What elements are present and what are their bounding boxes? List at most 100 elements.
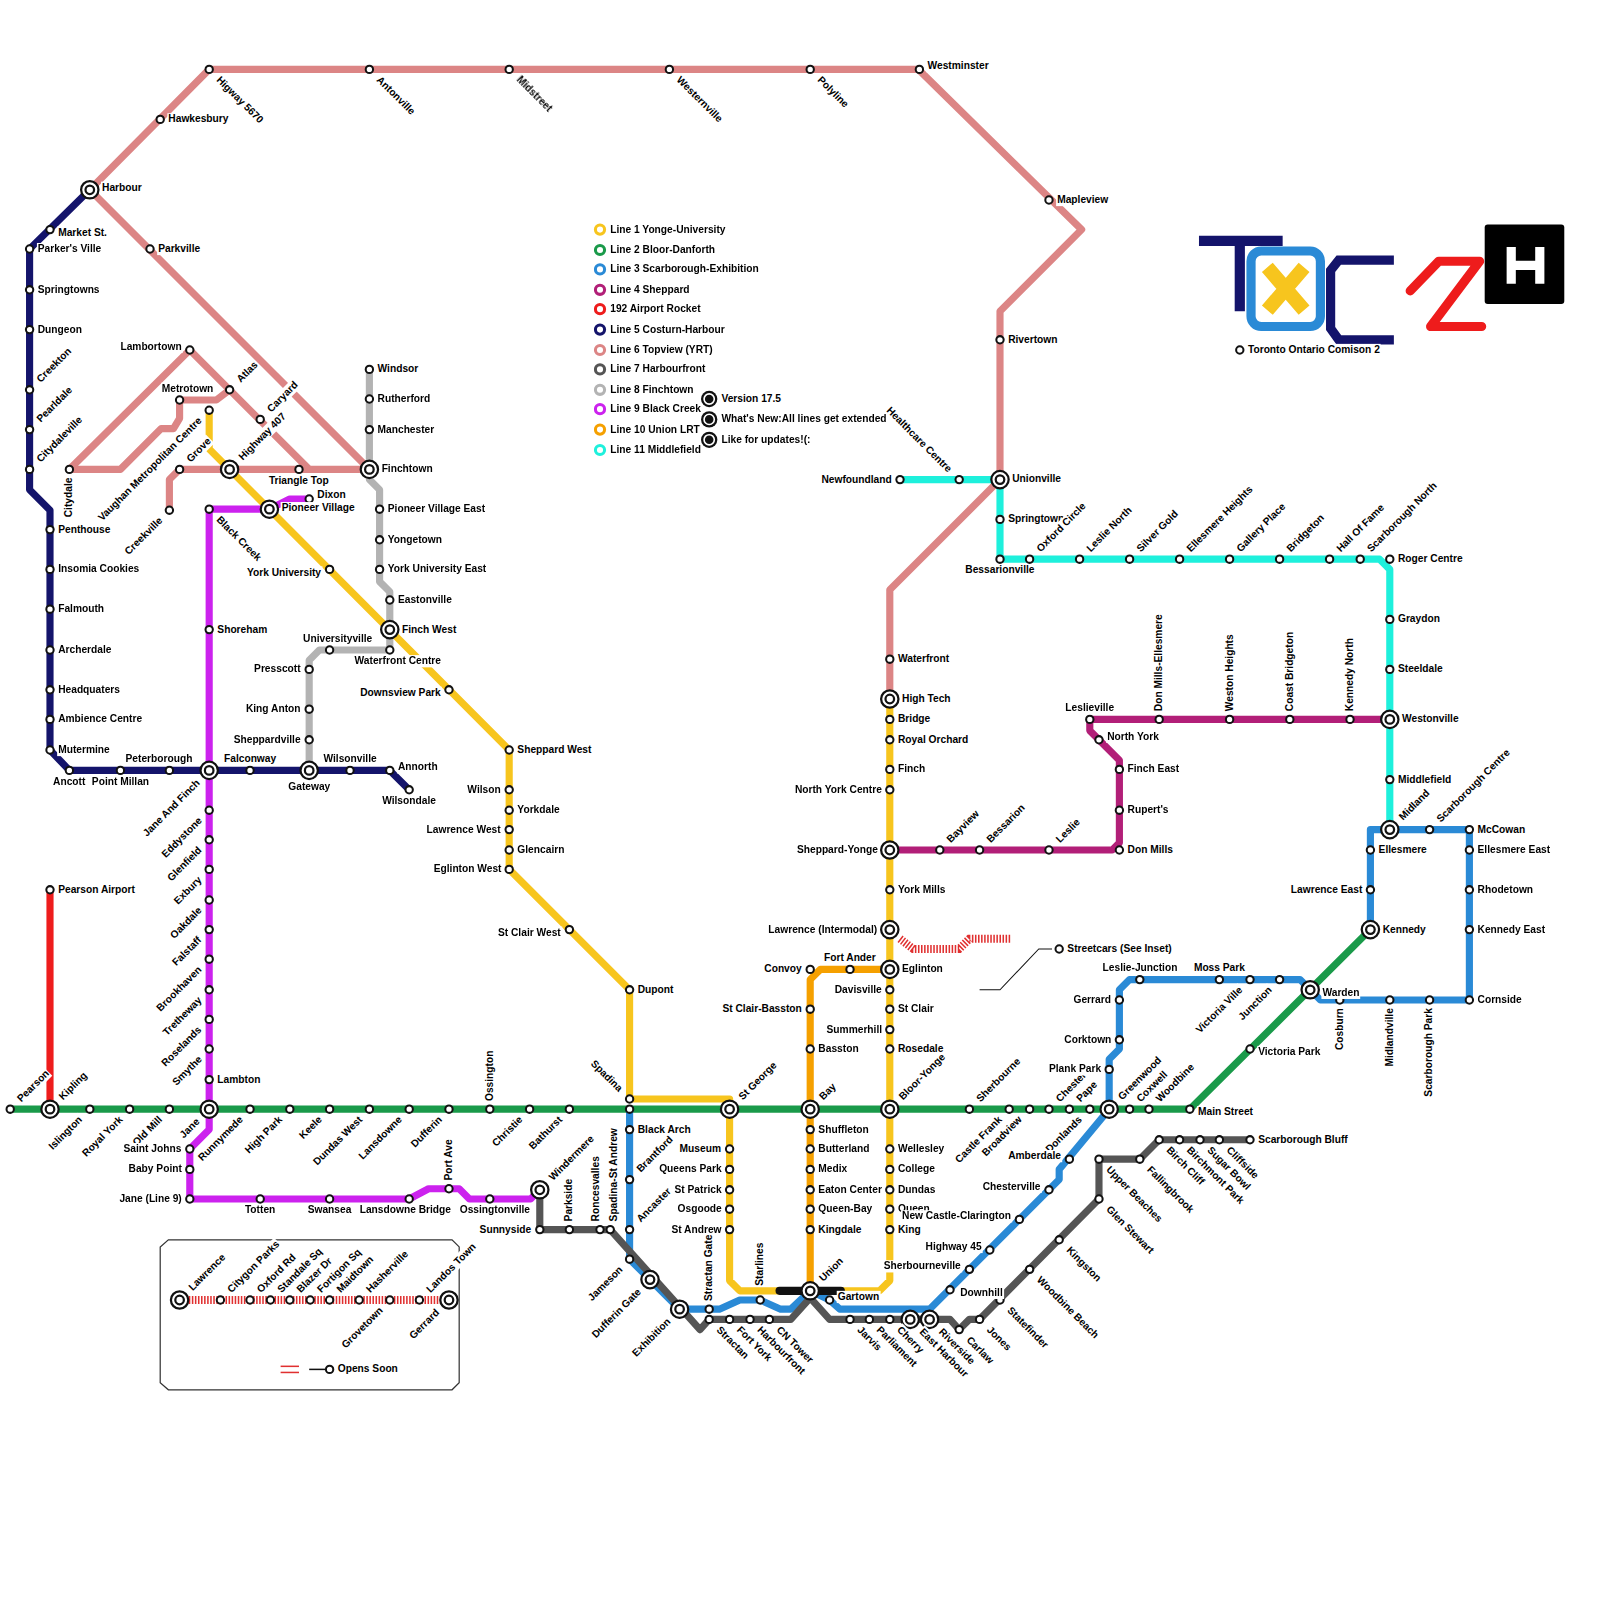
station-dot bbox=[1095, 1195, 1102, 1202]
legend-text: 192 Airport Rocket bbox=[609, 303, 701, 315]
station-dot bbox=[486, 1195, 493, 1202]
station-label: Cosburn bbox=[1334, 1007, 1346, 1051]
station-dot bbox=[846, 966, 853, 973]
note-dot bbox=[701, 432, 717, 448]
station-dot bbox=[46, 686, 53, 693]
station-dot bbox=[206, 956, 213, 963]
interchange-dot bbox=[381, 621, 398, 638]
station-dot bbox=[286, 1296, 293, 1303]
station-dot bbox=[916, 66, 923, 73]
station-label: Bloor-Yonge bbox=[896, 1050, 949, 1103]
station-dot bbox=[1066, 1106, 1073, 1113]
station-dot bbox=[445, 1185, 452, 1192]
station-dot bbox=[206, 986, 213, 993]
station-dot bbox=[506, 826, 513, 833]
station-label: Headquaters bbox=[57, 684, 121, 696]
station-label: Sherbourne bbox=[973, 1055, 1024, 1106]
station-label: High Tech bbox=[901, 693, 952, 705]
station-dot bbox=[1156, 1136, 1163, 1143]
station-dot bbox=[206, 1016, 213, 1023]
station-dot bbox=[976, 846, 983, 853]
station-dot bbox=[946, 1286, 953, 1293]
station-label: High Park bbox=[242, 1113, 286, 1157]
interchange-dot bbox=[721, 1101, 738, 1118]
interchange-dot bbox=[205, 766, 214, 775]
interchange-dot bbox=[725, 1105, 734, 1114]
logo-mark bbox=[1267, 267, 1304, 310]
station-label: Osgoode bbox=[677, 1203, 723, 1215]
station-label: Queen-Bay bbox=[817, 1203, 873, 1215]
station-dot bbox=[1095, 736, 1102, 743]
station-label: Hawkesbury bbox=[167, 113, 229, 125]
station-label: Kennedy North bbox=[1344, 637, 1356, 712]
station-label: Creekville bbox=[122, 514, 166, 558]
station-label: Archerdale bbox=[57, 644, 112, 656]
station-dot bbox=[1026, 1266, 1033, 1273]
station-dot bbox=[1086, 1106, 1093, 1113]
station-label: Ossingtonville bbox=[459, 1204, 531, 1216]
station-label: Spadina-St Andrew bbox=[608, 1127, 620, 1222]
station-label: Ancaster bbox=[633, 1185, 674, 1226]
station-label: Eglinton West bbox=[433, 863, 503, 875]
station-label: Roger Centre bbox=[1397, 553, 1464, 565]
station-label: Stractan Gate bbox=[703, 1234, 715, 1302]
station-label: Main Street bbox=[1197, 1106, 1254, 1118]
station-label: Westonville bbox=[1401, 713, 1460, 725]
station-dot bbox=[1056, 945, 1063, 952]
station-label: Ellesmere bbox=[1378, 844, 1428, 856]
station-label: What's New:All lines get extended bbox=[720, 413, 887, 425]
station-label: Polyline bbox=[814, 73, 852, 111]
station-label: Leslieville bbox=[1064, 702, 1115, 714]
station-dot bbox=[536, 1226, 543, 1233]
station-dot bbox=[1176, 1136, 1183, 1143]
station-dot bbox=[936, 846, 943, 853]
interchange-dot bbox=[386, 625, 395, 634]
legend-text: Line 5 Costurn-Harbour bbox=[609, 323, 726, 335]
station-label: Christie bbox=[489, 1113, 526, 1150]
interchange-dot bbox=[86, 186, 95, 195]
interchange-dot bbox=[1362, 921, 1379, 938]
station-label: Shoreham bbox=[216, 623, 268, 635]
station-dot bbox=[807, 1186, 814, 1193]
station-label: Pioneer Village bbox=[281, 502, 356, 514]
note-dot bbox=[701, 391, 717, 407]
station-label: Windsor bbox=[377, 363, 420, 375]
station-label: Lansdowne Bridge bbox=[359, 1204, 452, 1216]
station-label: Leslie bbox=[1053, 816, 1084, 847]
station-label: Sheppard-Yonge bbox=[796, 844, 879, 856]
interchange-dot bbox=[906, 1315, 915, 1324]
station-dot bbox=[1386, 776, 1393, 783]
station-dot bbox=[1076, 556, 1083, 563]
station-label: Jameson bbox=[585, 1263, 626, 1304]
station-label: Kingston bbox=[1063, 1244, 1104, 1285]
station-label: Port Ave bbox=[443, 1138, 455, 1181]
interchange-dot bbox=[886, 846, 895, 855]
station-dot bbox=[626, 1176, 633, 1183]
station-label: Exhibition bbox=[629, 1315, 674, 1360]
legend-text: Opens Soon bbox=[337, 1363, 399, 1375]
station-label: Triangle Top bbox=[268, 474, 330, 486]
station-dot bbox=[26, 326, 33, 333]
interchange-dot bbox=[646, 1275, 655, 1284]
station-label: Yongetown bbox=[387, 534, 443, 546]
interchange-dot bbox=[881, 1101, 898, 1118]
station-dot bbox=[996, 556, 1003, 563]
station-dot bbox=[1216, 976, 1223, 983]
station-label: Jane (Line 9) bbox=[118, 1193, 182, 1205]
station-label: Finch bbox=[897, 763, 926, 775]
station-label: Atlas bbox=[233, 358, 261, 386]
station-dot bbox=[596, 1226, 603, 1233]
station-label: Bessarion bbox=[983, 801, 1028, 846]
station-dot bbox=[1426, 826, 1433, 833]
station-label: Warden bbox=[1321, 987, 1360, 999]
station-label: Rupert's bbox=[1127, 804, 1170, 816]
station-label: Glencairn bbox=[516, 844, 565, 856]
station-dot bbox=[726, 1206, 733, 1213]
station-dot bbox=[1086, 716, 1093, 723]
station-label: Queens Park bbox=[658, 1163, 722, 1175]
station-dot bbox=[666, 66, 673, 73]
station-dot bbox=[886, 1045, 893, 1052]
station-dot bbox=[1216, 1136, 1223, 1143]
station-dot bbox=[1346, 716, 1353, 723]
station-label: Ancott bbox=[52, 776, 86, 788]
